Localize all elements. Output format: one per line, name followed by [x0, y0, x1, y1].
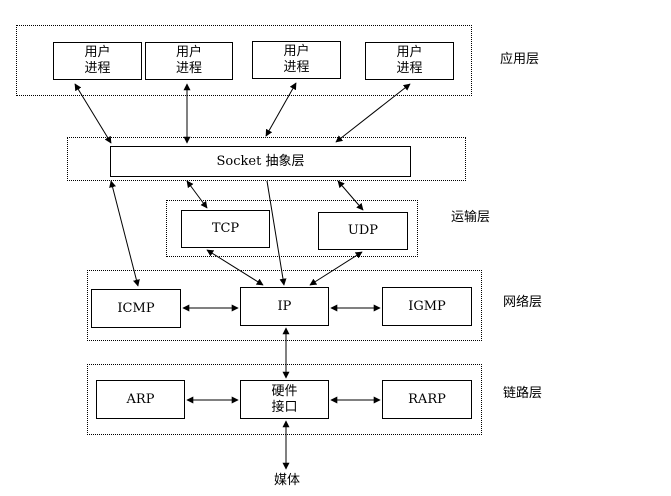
tcp-box: TCP — [181, 210, 270, 248]
ip-box: IP — [240, 287, 329, 326]
hardware-interface-line-1: 硬件 — [271, 383, 298, 399]
socket-layer-region — [67, 137, 466, 181]
icmp-label: ICMP — [117, 300, 155, 316]
user-process-1: 用户 进程 — [53, 42, 142, 80]
application-layer-label: 应用层 — [500, 52, 540, 67]
hardware-interface-line-2: 接口 — [271, 399, 298, 415]
user-process-1-line-2: 进程 — [84, 61, 111, 76]
arp-box: ARP — [96, 380, 185, 419]
tcp-label: TCP — [211, 221, 240, 236]
udp-label: UDP — [347, 223, 379, 238]
user-process-3: 用户 进程 — [252, 41, 341, 79]
user-process-2-line-2: 进程 — [175, 61, 202, 76]
arp-label: ARP — [126, 391, 155, 407]
transport-layer-region — [166, 200, 418, 257]
ip-label: IP — [277, 298, 292, 314]
user-process-2: 用户 进程 — [145, 42, 233, 80]
socket-abstraction-box: Socket 抽象层 — [110, 146, 411, 177]
transport-layer-label: 运输层 — [451, 210, 491, 225]
rarp-label: RARP — [408, 391, 446, 407]
user-process-4: 用户 进程 — [365, 42, 454, 80]
igmp-box: IGMP — [382, 287, 472, 326]
network-layer-label: 网络层 — [503, 295, 543, 310]
rarp-box: RARP — [382, 380, 472, 419]
media-label: 媒体 — [274, 473, 301, 488]
icmp-box: ICMP — [91, 289, 181, 328]
user-process-3-line-2: 进程 — [283, 60, 310, 75]
user-process-3-line-1: 用户 — [283, 44, 310, 59]
user-process-4-line-1: 用户 — [396, 45, 423, 60]
igmp-label: IGMP — [408, 298, 446, 314]
hardware-interface-box: 硬件 接口 — [240, 380, 329, 419]
user-process-1-line-1: 用户 — [84, 45, 111, 60]
socket-abstraction-label: Socket 抽象层 — [216, 153, 305, 169]
user-process-4-line-2: 进程 — [396, 61, 423, 76]
link-layer-label: 链路层 — [503, 386, 543, 401]
application-layer-region — [16, 25, 472, 96]
user-process-2-line-1: 用户 — [175, 45, 202, 60]
udp-box: UDP — [318, 212, 408, 250]
